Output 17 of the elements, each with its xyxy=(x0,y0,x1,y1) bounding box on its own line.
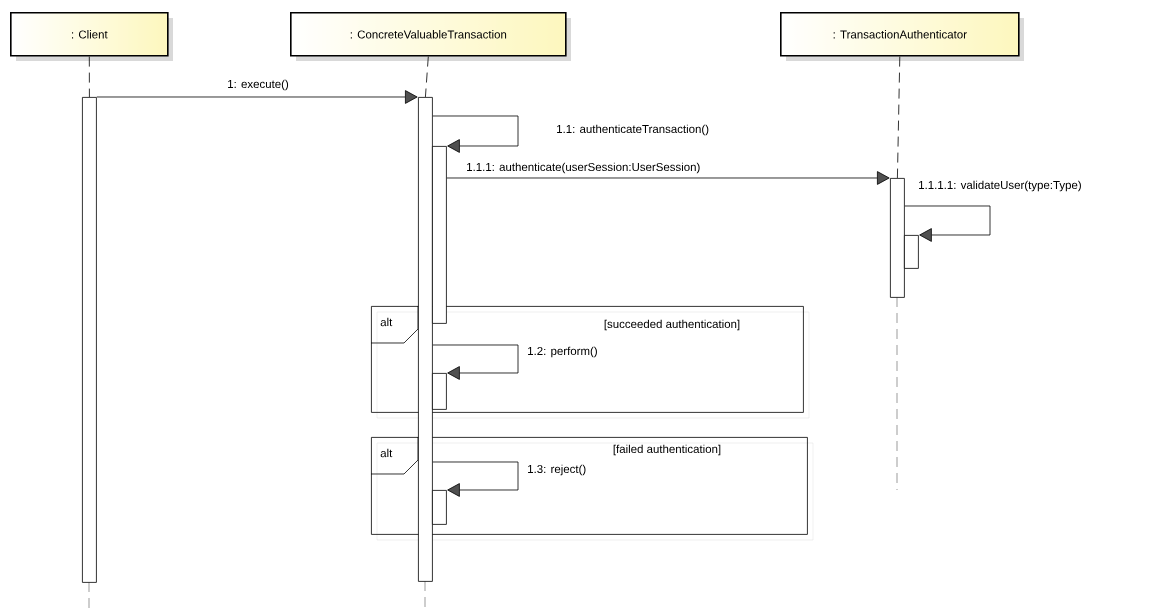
activation-bar xyxy=(904,235,919,269)
message-label: 1: execute() xyxy=(228,79,289,91)
message-arrow xyxy=(96,90,418,104)
lifeline xyxy=(425,56,429,98)
self-message-arrow xyxy=(904,205,991,242)
lifeline xyxy=(897,56,901,179)
activation-bar xyxy=(432,146,447,324)
self-message-arrow xyxy=(432,115,519,153)
message-label: 1.1.1: authenticate(userSession:UserSession) xyxy=(467,162,700,174)
lifeline-head: : Client xyxy=(10,12,173,61)
activation-bar xyxy=(82,97,97,583)
message-label: 1.1: authenticateTransaction() xyxy=(557,124,709,136)
lifeline xyxy=(88,56,90,98)
message-arrow xyxy=(446,171,890,185)
lifeline-head: : ConcreteValuableTransaction xyxy=(290,12,571,61)
message-label: 1.1.1.1: validateUser(type:Type) xyxy=(919,180,1081,192)
lifeline-head: : TransactionAuthenticator xyxy=(780,12,1024,61)
